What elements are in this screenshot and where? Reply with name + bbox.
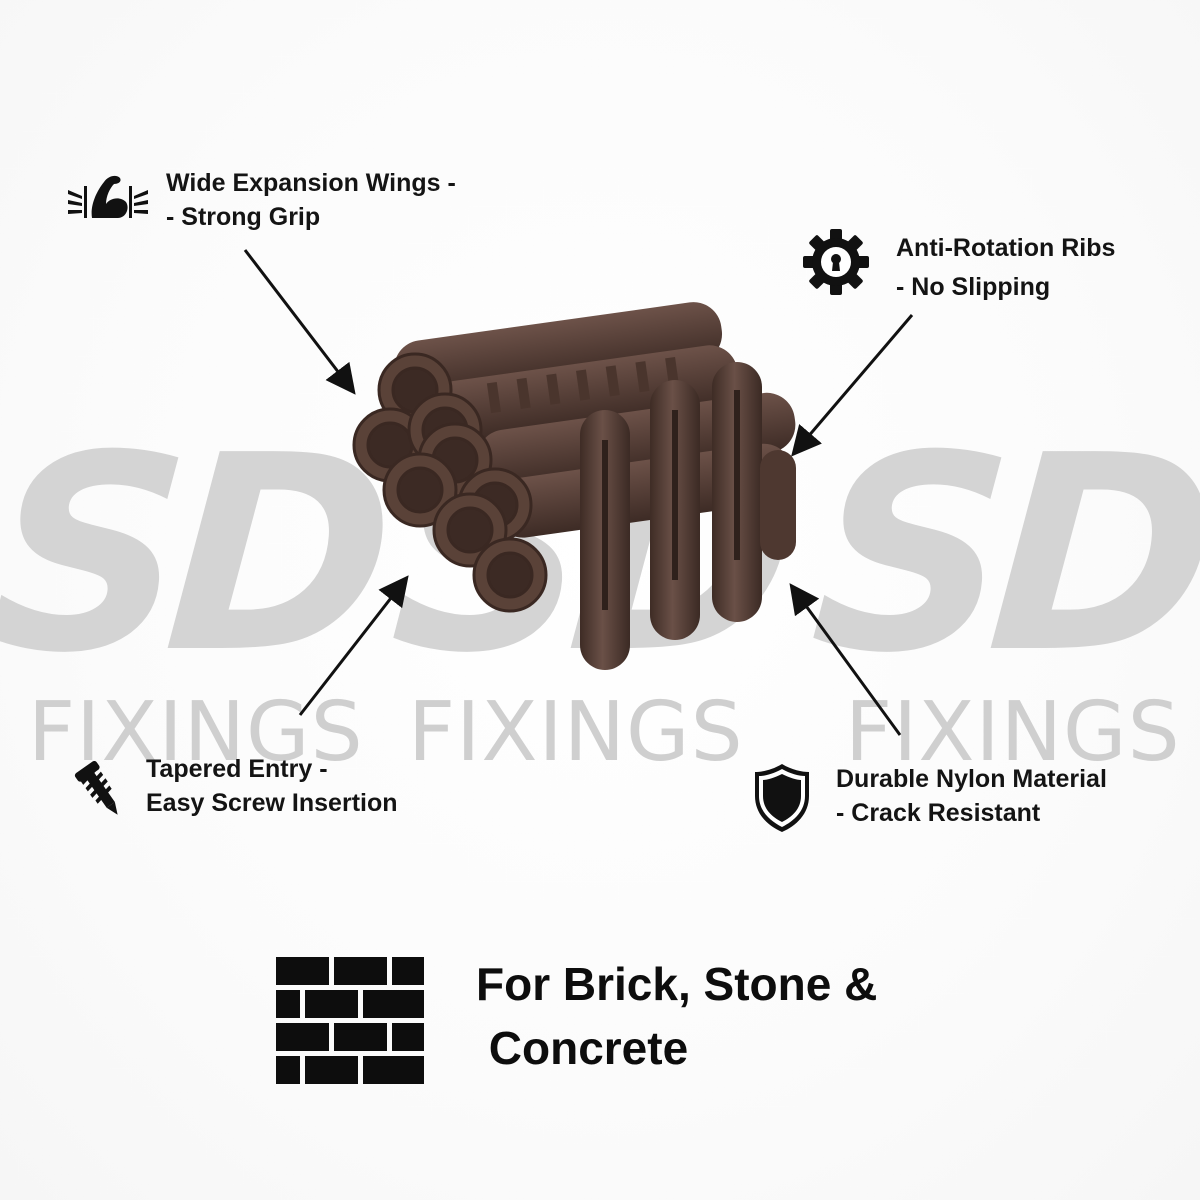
feature-durable-nylon: Durable Nylon Material- Crack Resistant <box>752 762 1107 834</box>
arrow-tapered <box>298 575 409 716</box>
flexed-arm-icon <box>64 170 152 228</box>
arrow-nylon <box>789 583 902 736</box>
watermark-brand-right: FIXINGS <box>845 685 1181 780</box>
arrow-wings <box>243 249 356 395</box>
screw-icon <box>70 760 132 822</box>
feature-anti-rotation-ribs: Anti-Rotation Ribs- No Slipping <box>800 226 1115 307</box>
suitable-materials-label: For Brick, Stone & Concrete <box>476 958 878 1074</box>
feature-label: Durable Nylon Material- Crack Resistant <box>836 765 1107 827</box>
feature-label: Wide Expansion Wings -- Strong Grip <box>166 169 456 231</box>
feature-label: Anti-Rotation Ribs- No Slipping <box>896 234 1116 301</box>
gear-keyhole-icon <box>800 226 872 298</box>
feature-expansion-wings: Wide Expansion Wings -- Strong Grip <box>64 166 456 234</box>
brick-wall-icon <box>272 955 460 1085</box>
arrow-ribs <box>791 314 914 457</box>
watermark-brand-center: FIXINGS <box>408 685 744 780</box>
feature-label: Tapered Entry -Easy Screw Insertion <box>146 755 398 817</box>
product-image <box>320 280 820 700</box>
shield-icon <box>752 762 812 834</box>
feature-tapered-entry: Tapered Entry -Easy Screw Insertion <box>70 752 398 822</box>
